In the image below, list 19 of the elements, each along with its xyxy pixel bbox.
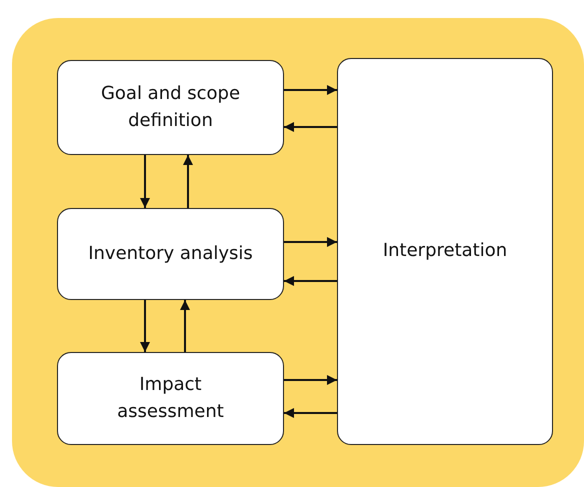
arrow: [284, 237, 337, 247]
arrow: [284, 408, 337, 418]
process-box: [57, 208, 284, 300]
box-label: Inventory analysis: [88, 242, 253, 266]
process-box: [57, 60, 284, 155]
arrow: [284, 122, 337, 132]
arrow: [284, 375, 337, 385]
arrow: [183, 155, 193, 208]
arrow: [140, 300, 150, 352]
box-label: Interpretation: [382, 239, 508, 264]
box-label: Impact assessment: [116, 373, 225, 424]
process-box: [337, 58, 553, 445]
arrow: [284, 85, 337, 95]
arrow: [284, 276, 337, 286]
process-box: [57, 352, 284, 445]
background-panel: [12, 18, 584, 487]
arrow: [140, 155, 150, 208]
arrow: [180, 300, 190, 352]
box-label: Goal and scope definition: [100, 82, 242, 132]
